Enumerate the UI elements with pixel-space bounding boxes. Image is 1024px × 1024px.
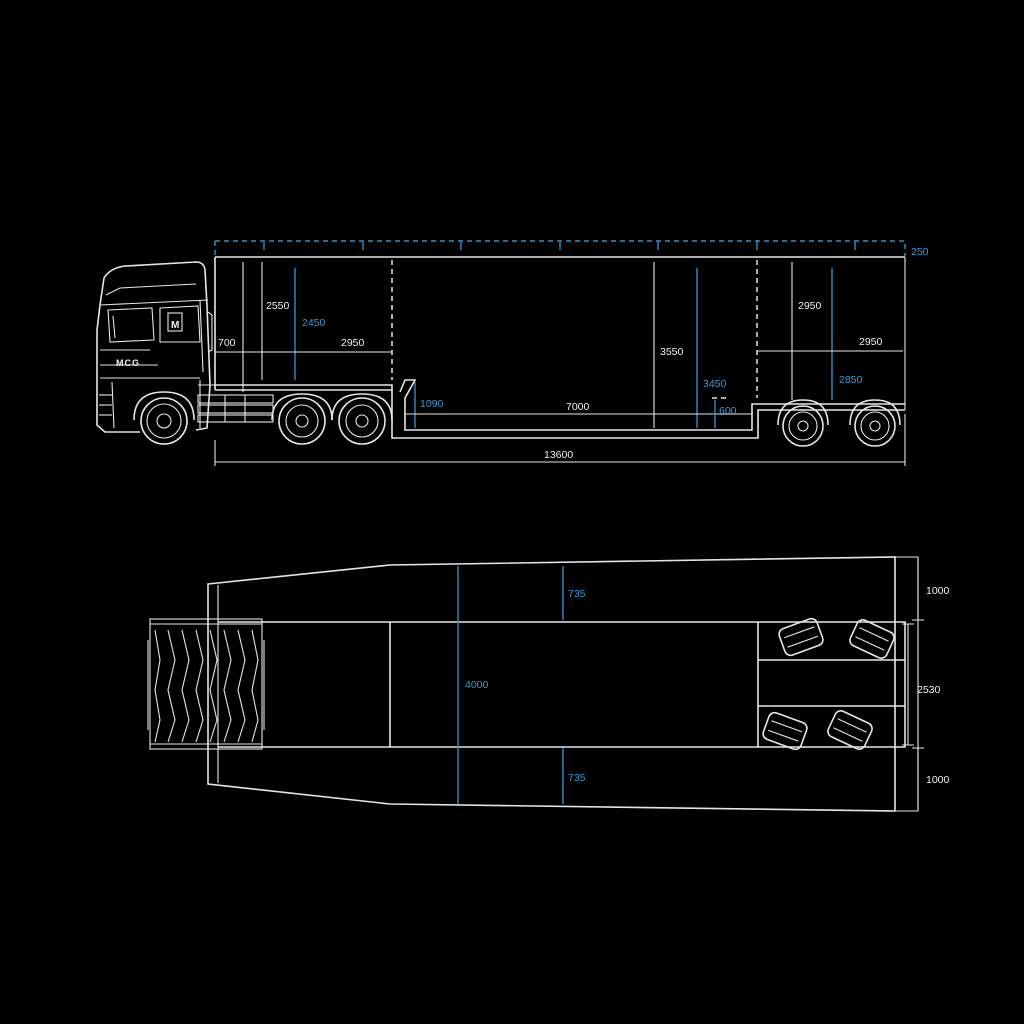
door-logo-badge: M xyxy=(171,320,179,331)
truck-top-view xyxy=(147,618,265,750)
side-view: MCG M xyxy=(96,240,929,466)
side-dimension-labels: 250 700 2550 2450 2950 3550 3450 1090 70… xyxy=(218,246,929,461)
dim-lowbed-height: 1090 xyxy=(420,398,444,410)
side-dimension-lines xyxy=(214,262,906,466)
dim-main-height: 3550 xyxy=(660,346,684,358)
dim-roof-extension: 250 xyxy=(911,246,929,258)
dim-rear-deck-height: 2950 xyxy=(798,300,822,312)
dim-main-inner-height: 3450 xyxy=(703,378,727,390)
cab-logo-text: MCG xyxy=(116,358,140,368)
cab-front-wheel xyxy=(133,391,195,445)
top-wheel-footprints xyxy=(762,617,895,751)
drive-axle-wheels xyxy=(271,393,393,445)
truck-cab: MCG M xyxy=(96,261,213,445)
trailer-body xyxy=(214,240,906,439)
dim-wheel-track: 2530 xyxy=(917,684,941,696)
dim-well-length: 7000 xyxy=(566,401,590,413)
top-view: 4000 735 735 1000 2530 1000 xyxy=(147,556,950,812)
dim-wing-top: 1000 xyxy=(926,585,950,597)
dim-front-deck-length: 2950 xyxy=(341,337,365,349)
dim-upper-deck-height: 2550 xyxy=(266,300,290,312)
roof-ticks xyxy=(263,241,856,250)
dim-inner-width: 4000 xyxy=(465,679,489,691)
dim-side-extension-bottom: 735 xyxy=(568,772,586,784)
dim-total-length: 13600 xyxy=(544,449,573,461)
dim-upper-deck-inner-height: 2450 xyxy=(302,317,326,329)
dim-rear-deck-inner-height: 2850 xyxy=(839,374,863,386)
trailer-top-outline xyxy=(207,556,919,812)
dim-rear-step: 600 xyxy=(719,405,737,417)
dim-front-clearance: 700 xyxy=(218,337,236,349)
dim-rear-deck-length: 2950 xyxy=(859,336,883,348)
trailer-rear-wheels xyxy=(777,399,901,447)
top-dimension-labels: 4000 735 735 1000 2530 1000 xyxy=(465,585,950,786)
dim-side-extension-top: 735 xyxy=(568,588,586,600)
dim-wing-bottom: 1000 xyxy=(926,774,950,786)
top-dimension-lines xyxy=(457,558,924,810)
